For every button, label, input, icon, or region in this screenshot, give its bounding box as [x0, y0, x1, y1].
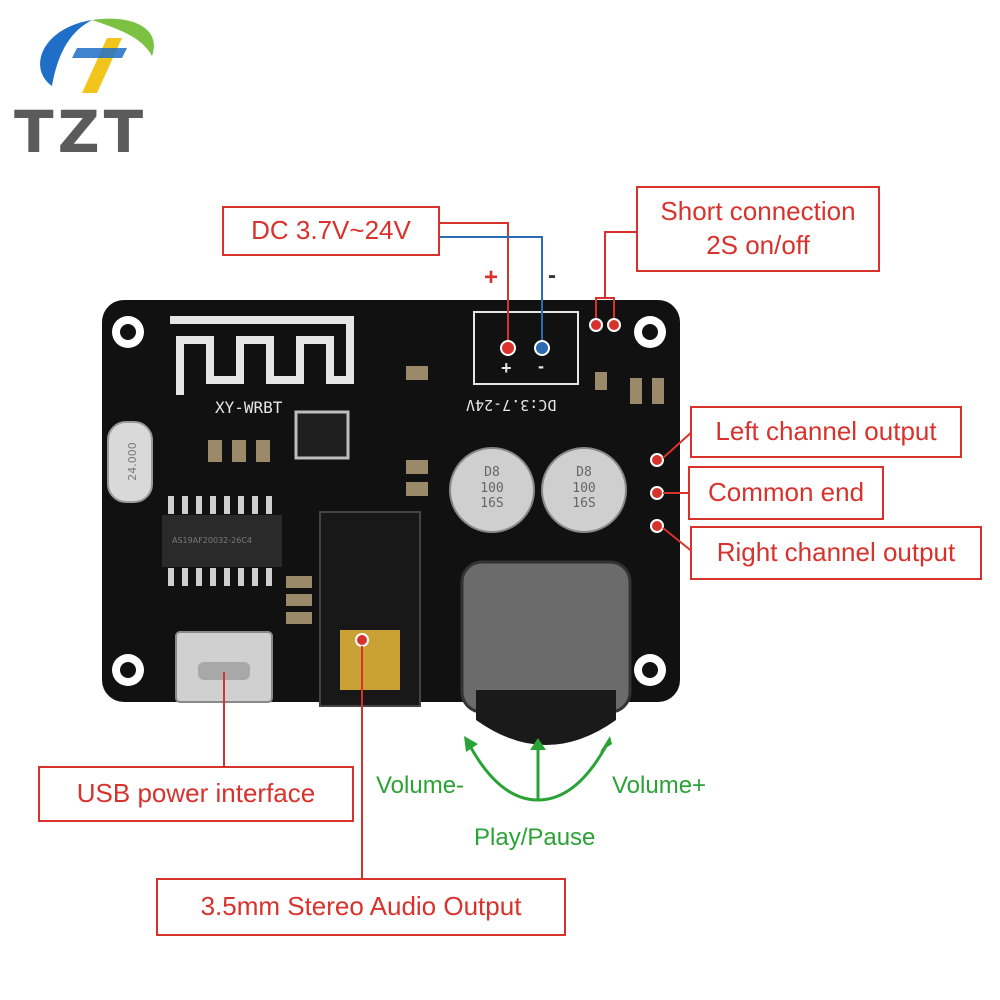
power-terminal-block — [473, 311, 579, 385]
tzt-logo-icon — [40, 18, 154, 93]
smd-components — [208, 366, 664, 624]
right-channel-label: Right channel output — [716, 537, 956, 568]
short-pad-1 — [589, 318, 603, 332]
antenna-trace — [170, 316, 354, 395]
common-end-pad — [650, 486, 664, 500]
left-channel-callout: Left channel output — [690, 406, 962, 458]
chip-pins — [168, 496, 272, 586]
right-channel-callout: Right channel output — [690, 526, 982, 580]
rotary-encoder — [460, 560, 632, 714]
left-channel-label: Left channel output — [715, 416, 937, 447]
play-pause-label: Play/Pause — [474, 824, 596, 851]
audio-output-label: 3.5mm Stereo Audio Output — [200, 891, 522, 922]
dc-input-label: DC 3.7V~24V — [251, 215, 411, 246]
power-minus-pad — [534, 340, 550, 356]
chip-marking: AS19AF20032-26C4 — [172, 536, 252, 545]
power-plus-pad — [500, 340, 516, 356]
common-end-callout: Common end — [688, 466, 884, 520]
left-channel-pad — [650, 453, 664, 467]
polarity-plus: + — [484, 264, 499, 291]
usb-power-label: USB power interface — [76, 778, 316, 809]
short-connection-callout: Short connection 2S on/off — [636, 186, 880, 272]
silkscreen-model: XY-WRBT — [215, 398, 283, 417]
volume-down-label: Volume- — [376, 772, 465, 799]
dc-minus-leader — [438, 236, 543, 340]
dc-input-callout: DC 3.7V~24V — [222, 206, 440, 256]
silkscreen-voltage: DC:3.7-24V — [466, 396, 557, 414]
capacitor-1-marking: D8 100 16S — [480, 465, 504, 512]
capacitors — [449, 447, 627, 533]
dc-plus-leader — [438, 222, 509, 340]
crystal-marking: 24.000 — [125, 442, 139, 481]
right-channel-leader — [662, 527, 695, 554]
encoder-arrows — [468, 745, 608, 802]
capacitor-2-marking: D8 100 16S — [572, 465, 596, 512]
bluetooth-chip — [162, 515, 282, 567]
short-connection-line2: 2S on/off — [706, 230, 810, 260]
right-channel-pad — [650, 519, 664, 533]
short-pad-2 — [607, 318, 621, 332]
terminal-minus-label: - — [538, 356, 544, 376]
brand-name: TZT — [14, 98, 148, 166]
voltage-regulator — [294, 410, 350, 460]
volume-up-label: Volume+ — [612, 772, 707, 799]
common-end-label: Common end — [707, 477, 865, 508]
short-connection-line1: Short connection — [660, 196, 856, 227]
arrow-heads — [464, 736, 612, 752]
audio-output-callout: 3.5mm Stereo Audio Output — [156, 878, 566, 936]
polarity-minus: - — [548, 262, 556, 289]
short-leader — [604, 231, 636, 298]
left-channel-leader — [662, 429, 695, 459]
crystal — [107, 421, 153, 503]
mounting-holes — [112, 316, 666, 686]
terminal-plus-label: + — [501, 358, 512, 378]
usb-power-callout: USB power interface — [38, 766, 354, 822]
